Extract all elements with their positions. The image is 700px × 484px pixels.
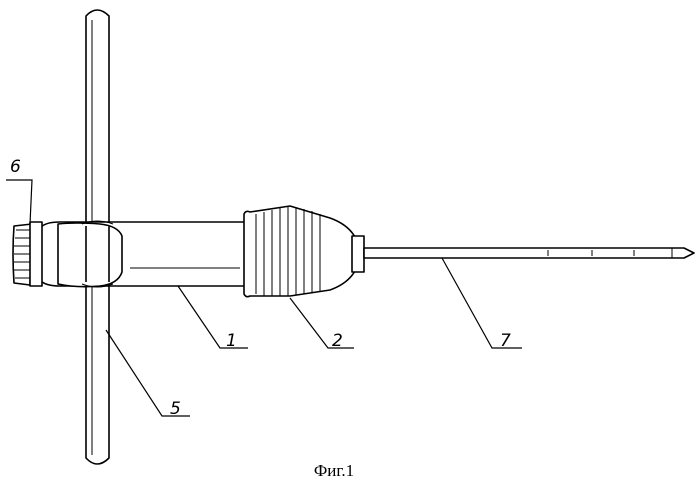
label-needle: 7 — [500, 331, 511, 351]
leader-line-2 — [290, 298, 354, 348]
end-knob — [13, 222, 42, 286]
label-chuck: 2 — [332, 331, 343, 351]
label-handle: 1 — [226, 331, 237, 351]
needle — [364, 248, 694, 258]
figure-caption: Фиг.1 — [314, 461, 354, 480]
leader-line-1 — [178, 286, 248, 348]
chuck-nut — [244, 206, 364, 297]
label-knob: 6 — [10, 157, 21, 177]
label-crossbar: 5 — [170, 399, 181, 419]
leader-line-6 — [6, 180, 32, 224]
handle-body — [40, 222, 245, 287]
